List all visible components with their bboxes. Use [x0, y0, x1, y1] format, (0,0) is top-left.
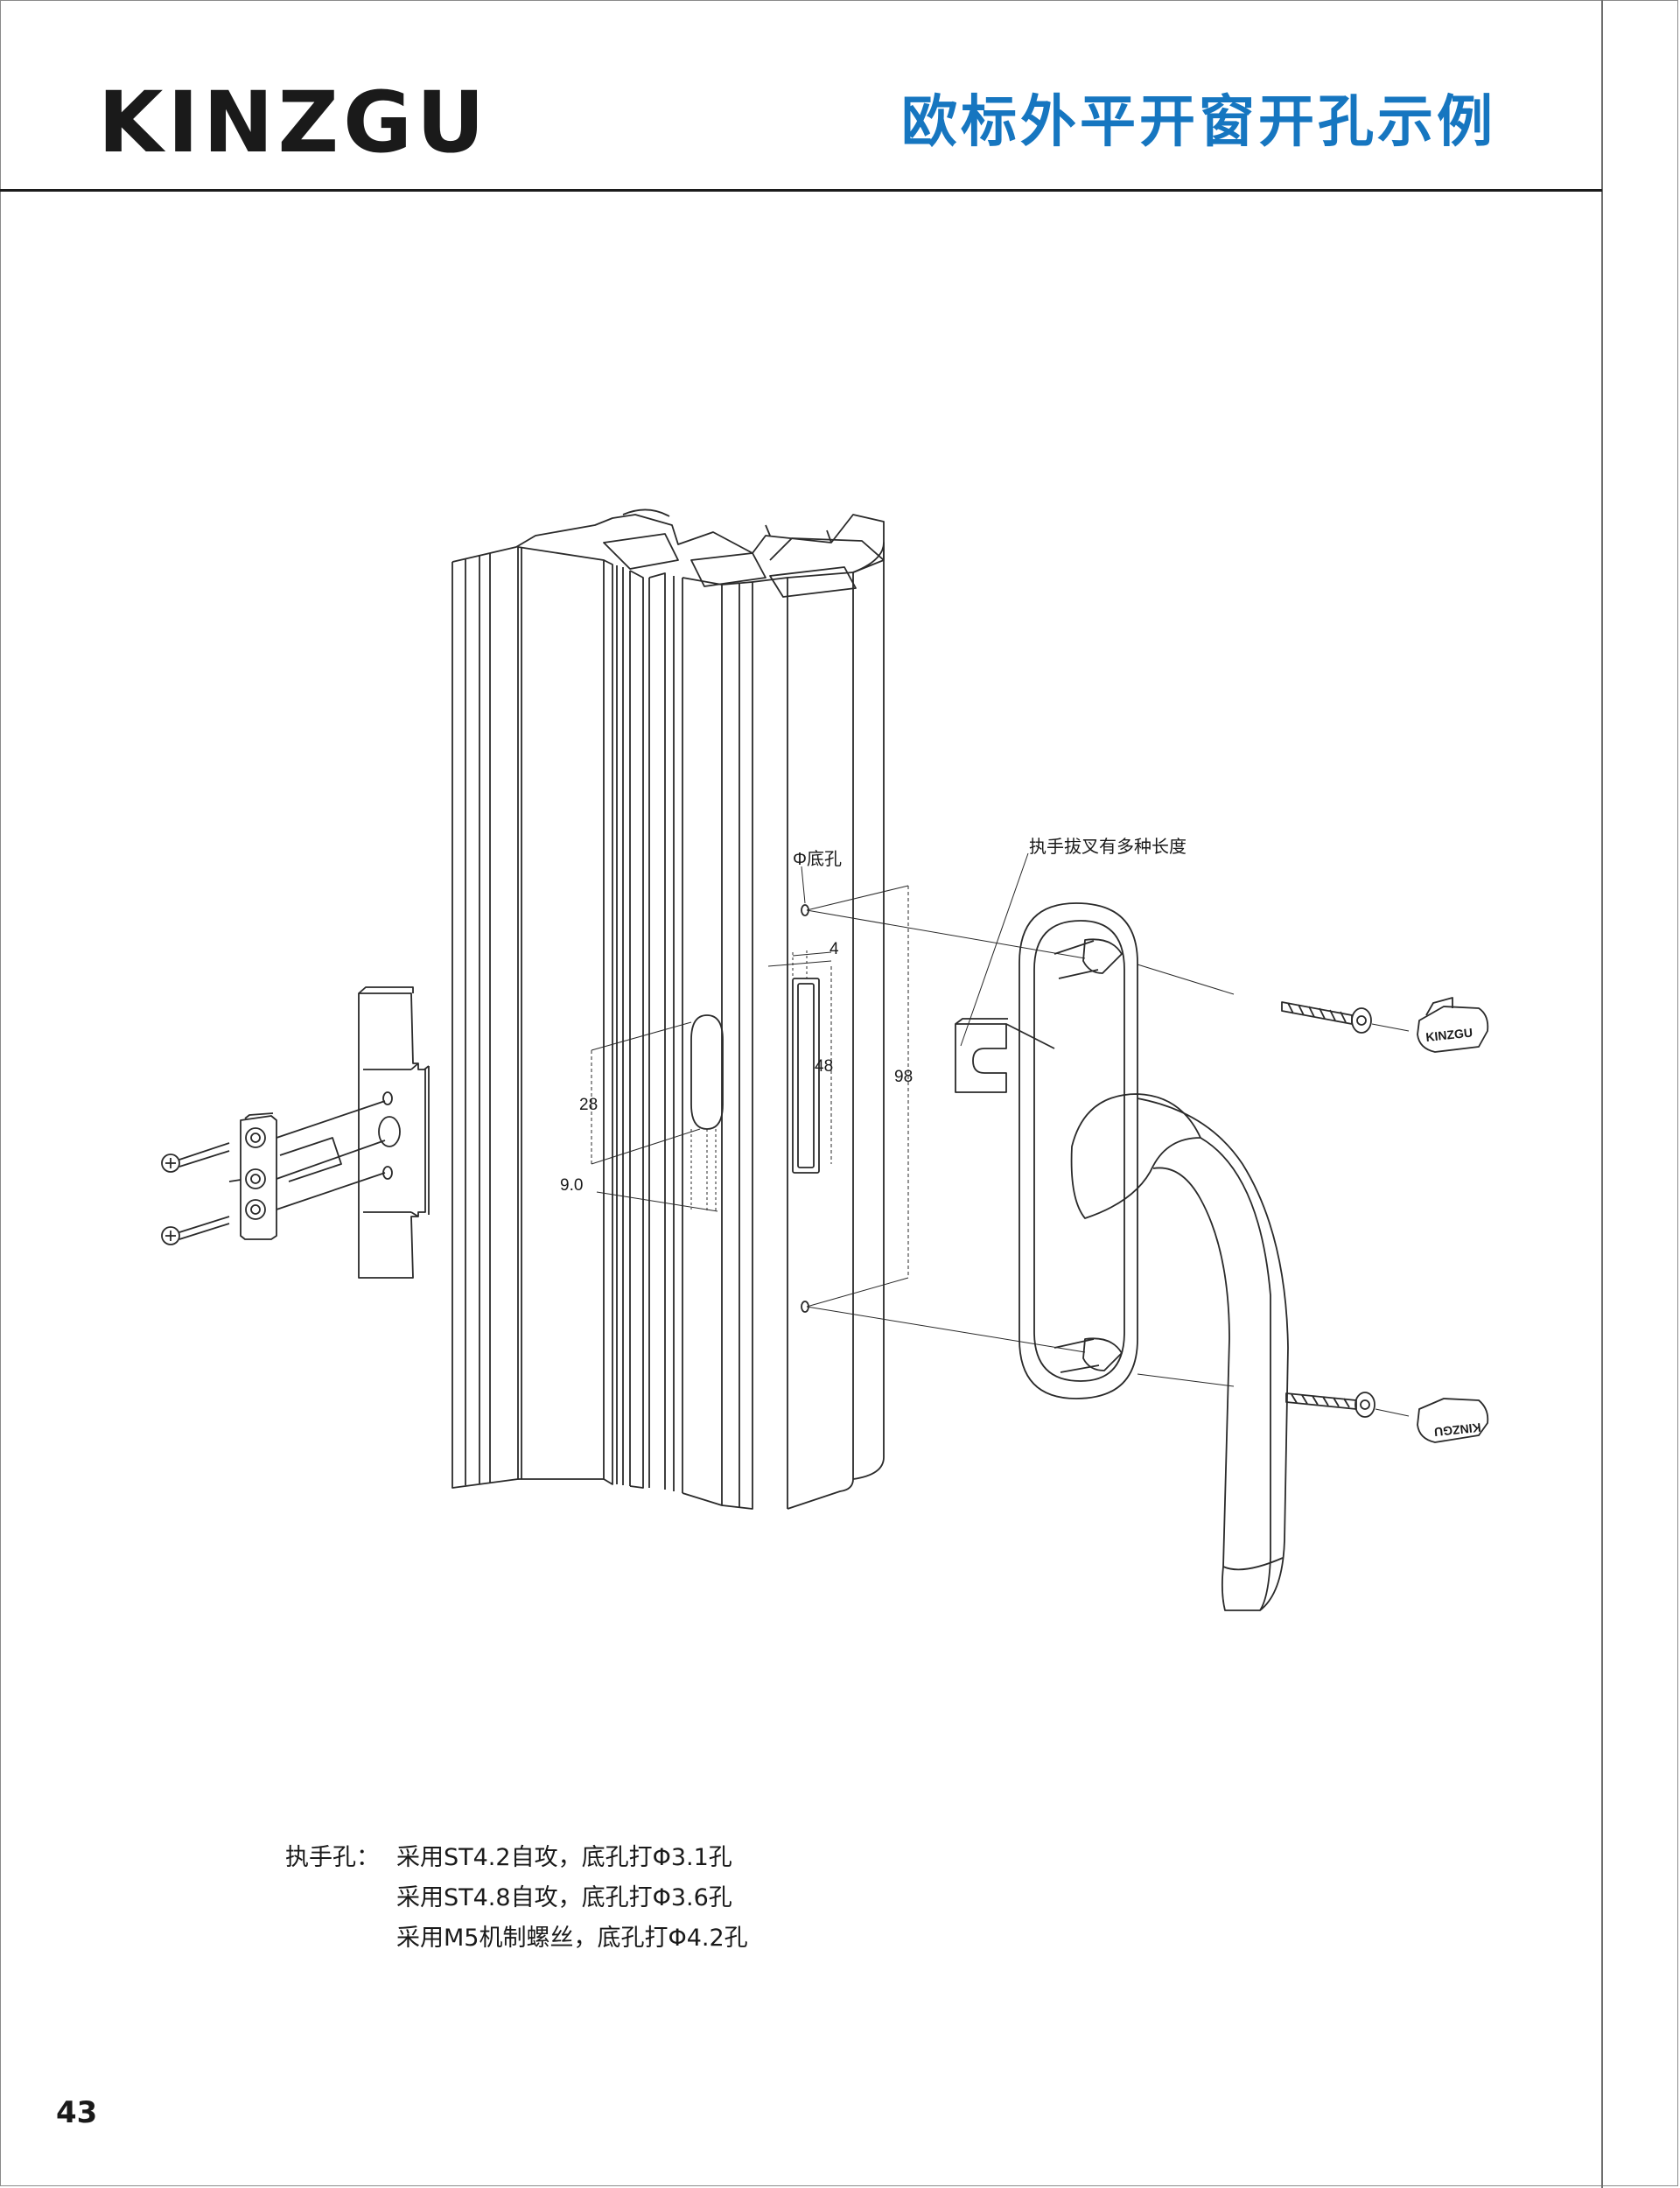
cap-logo-upper: KINZGU — [1425, 1025, 1474, 1044]
note-line: 采用M5机制螺丝，底孔打Φ4.2孔 — [396, 1925, 748, 1952]
keeper-assembly — [161, 986, 430, 1279]
cam-offset-label: 9.0 — [560, 1176, 583, 1195]
note-row: 采用M5机制螺丝，底孔打Φ4.2孔 — [285, 1918, 748, 1959]
note-line: 采用ST4.2自攻，底孔打Φ3.1孔 — [396, 1844, 732, 1871]
drilling-notes: 执手孔： 采用ST4.2自攻，底孔打Φ3.1孔 采用ST4.8自攻，底孔打Φ3.… — [285, 1838, 748, 1959]
header-divider — [0, 189, 1602, 192]
page-number: 43 — [56, 2095, 98, 2130]
note-row: 执手孔： 采用ST4.2自攻，底孔打Φ3.1孔 — [285, 1838, 748, 1878]
dimension-lines — [591, 852, 1029, 1308]
phi-hole-callout: Φ底孔 — [793, 849, 842, 869]
slot-height-label: 48 — [815, 1057, 833, 1076]
spindle-length-callout: 执手拔叉有多种长度 — [1029, 837, 1186, 857]
hole-spacing-label: 98 — [894, 1068, 913, 1086]
note-row: 采用ST4.8自攻，底孔打Φ3.6孔 — [285, 1878, 748, 1918]
slot-width-label: 4 — [830, 940, 839, 958]
note-label: 执手孔： — [285, 1844, 380, 1871]
page-title: 欧标外平开窗开孔示例 — [901, 90, 1496, 155]
aluminium-profile — [452, 508, 885, 1510]
cap-logo-lower: KINZGU — [1433, 1420, 1481, 1440]
brand-logo: KINZGU — [98, 74, 489, 172]
handle-assembly — [806, 902, 1489, 1611]
note-line: 采用ST4.8自攻，底孔打Φ3.6孔 — [396, 1884, 732, 1911]
cam-height-label: 28 — [579, 1096, 598, 1114]
right-margin-rule — [1601, 0, 1603, 2188]
